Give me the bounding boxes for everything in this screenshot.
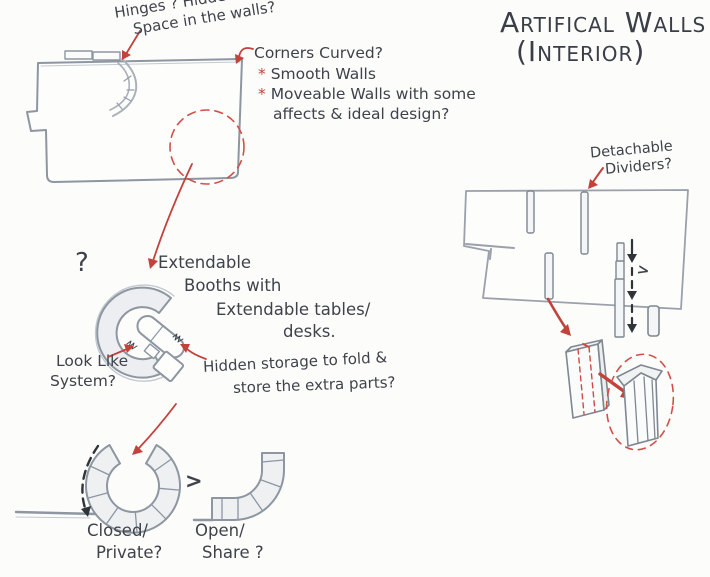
hinge-arrow [122,30,141,60]
extendable-table [136,315,185,359]
booth-panel-lines [86,458,181,534]
swing-wall-arc [109,58,138,117]
hinge-hatch-right [172,333,184,343]
fold-panel-sketch [565,339,675,451]
extendable-booth-sketch [94,284,185,382]
bullet-asterisk: * [258,85,266,103]
moveable-walls-note-line-2: affects & ideal design? [273,105,450,123]
close-motion-dashed-arrow [81,444,100,517]
red-arrows-dividers [546,167,604,336]
moveable-walls-note: * Moveable Walls with some [258,85,476,104]
closed-label-line-2: Private? [96,543,163,562]
corner-arrow [235,47,254,64]
moveable-walls-text: Moveable Walls with some [270,85,476,103]
booth-to-variants-arrow [132,403,177,455]
hinge-hatch-left [126,340,138,350]
fold-highlight-ellipse [605,353,675,451]
look-like-note-line-2: System? [50,372,117,390]
red-arrows-booth [107,344,207,455]
page-title: Artifical Walls (Interior) [500,6,706,68]
closed-label-line-1: Closed/ [87,521,148,540]
divider-1 [526,190,535,234]
open-booth-sketch [192,452,285,522]
extendable-note-line-4: desks. [283,322,336,341]
corners-note: Corners Curved? [254,44,383,62]
extendable-note-line-2: Booths with [184,276,282,295]
look-like-arrow [107,344,134,358]
booth-c-shell [96,286,172,379]
plan-to-booth-arrow [148,163,193,269]
divider-to-fold-arrow [546,297,571,336]
title-line-2: (Interior) [516,35,646,68]
booth-storage-box [152,350,185,382]
open-label-line-1: Open/ [195,521,245,540]
highlight-dashed-circle [169,109,245,185]
flat-panel [565,339,610,419]
extendable-note-line-3: Extendable tables/ [216,300,371,319]
sliding-panel-2 [92,51,121,61]
extendable-note-line-1: Extendable [158,253,252,272]
smooth-walls-text: Smooth Walls [270,65,376,83]
divider-2 [580,191,589,255]
greater-than-symbol-bottom: > [185,469,203,493]
folded-panel [605,353,675,451]
look-like-note-line-1: Look Like [56,352,129,370]
floor-plan-sketch [26,50,245,185]
divider-3 [544,252,554,300]
question-mark: ? [75,248,89,278]
telescoping-divider [614,242,625,338]
open-label-line-2: Share ? [202,543,264,562]
wall-line-left [14,510,98,516]
bullet-asterisk: * [258,65,266,83]
divider-plan-sketch [463,189,689,338]
title-line-1: Artifical Walls [500,6,707,39]
sliding-panel-1 [64,50,93,60]
slide-down-arrows [627,238,637,333]
booth-connector [143,343,161,360]
smooth-walls-note: * Smooth Walls [258,65,376,84]
hidden-storage-arrow [180,344,207,360]
loose-divider [647,305,660,337]
red-arrows-plan [122,30,254,269]
closed-booth-sketch [14,444,181,534]
detachable-arrow [588,167,604,189]
open-panel-lines [221,459,285,521]
